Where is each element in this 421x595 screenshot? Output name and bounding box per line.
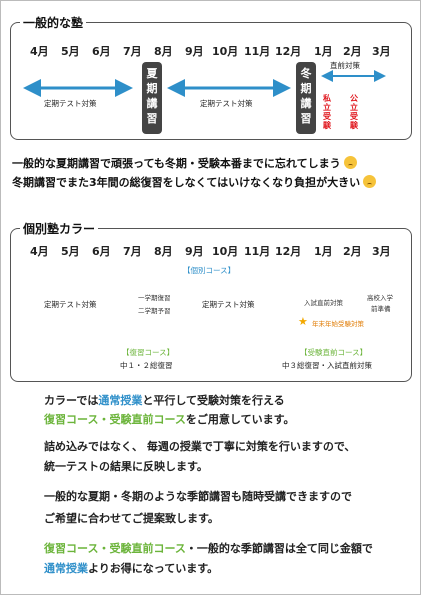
month-label: 1月: [314, 45, 333, 58]
month-label: 4月: [30, 245, 49, 258]
body-line-2: 復習コース・受験直前コースをご用意しています。: [44, 413, 295, 426]
regular-course-label: 【個別コース】: [183, 266, 236, 275]
month-label: 8月: [154, 245, 173, 258]
body-line-3: 詰め込みではなく、 毎週の授業で丁寧に対策を行いますので、: [44, 440, 356, 453]
review-course-label: 【復習コース】: [122, 348, 175, 357]
month-label: 2月: [343, 45, 362, 58]
star-icon: ★: [298, 315, 308, 328]
month-label: 3月: [372, 245, 391, 258]
winter-course-block: 冬期講習: [296, 62, 316, 134]
exam-prep-label: 入試直前対策: [304, 299, 343, 307]
body-line-1: カラーでは通常授業と平行して受験対策を行える: [44, 394, 285, 407]
warning-line-1: 一般的な夏期講習で頑張っても冬期・受験本番までに忘れてしまう: [12, 155, 357, 171]
warning-line-2: 冬期講習でまた3年間の総復習をしなくてはいけなくなり負担が大きい: [12, 174, 377, 190]
individual-school-box: [10, 228, 412, 382]
month-label: 11月: [244, 245, 271, 258]
body-line-5: 一般的な夏期・冬期のような季節講習も随時受講できますので: [44, 490, 352, 503]
month-label: 12月: [275, 45, 302, 58]
body-line-7: 復習コース・受験直前コース・一般的な季節講習は全て同じ金額で: [44, 542, 373, 555]
month-label: 5月: [61, 45, 80, 58]
hs-prep-label-1: 高校入学: [367, 294, 393, 302]
body-line-4: 統一テストの結果に反映します。: [44, 460, 208, 473]
month-label: 12月: [275, 245, 302, 258]
month-label: 3月: [372, 45, 391, 58]
month-label: 1月: [314, 245, 333, 258]
month-label: 7月: [123, 45, 142, 58]
direct-prep-label: 直前対策: [330, 61, 360, 70]
worried-face-icon: [343, 156, 357, 169]
term2-preview-label: 二学期予習: [138, 307, 171, 315]
month-label: 11月: [244, 45, 271, 58]
month-label: 10月: [212, 45, 239, 58]
new-year-label: 年末年始受験対策: [312, 320, 364, 328]
final-course-desc: 中３総復習・入試直前対策: [282, 361, 372, 370]
public-exam-label: 公立受験: [350, 94, 358, 130]
term1-review-label: 一学期復習: [138, 294, 171, 302]
ind-test-prep-label-2: 定期テスト対策: [202, 300, 255, 309]
body-line-8: 通常授業よりお得になっています。: [44, 562, 219, 575]
month-label: 4月: [30, 45, 49, 58]
month-label: 5月: [61, 245, 80, 258]
month-label: 6月: [92, 245, 111, 258]
general-school-title: 一般的な塾: [20, 14, 87, 31]
month-label: 8月: [154, 45, 173, 58]
month-label: 2月: [343, 245, 362, 258]
month-label: 9月: [185, 245, 204, 258]
final-course-label: 【受験直前コース】: [300, 348, 368, 357]
ind-test-prep-label-1: 定期テスト対策: [44, 300, 97, 309]
test-prep-label-2: 定期テスト対策: [200, 99, 253, 108]
review-course-desc: 中１・２総復習: [120, 361, 173, 370]
month-label: 7月: [123, 245, 142, 258]
month-label: 6月: [92, 45, 111, 58]
hs-prep-label-2: 前準備: [371, 305, 391, 313]
test-prep-label-1: 定期テスト対策: [44, 99, 97, 108]
crying-face-icon: [363, 175, 377, 188]
individual-school-title: 個別塾カラー: [20, 220, 99, 237]
month-label: 10月: [212, 245, 239, 258]
private-exam-label: 私立受験: [323, 94, 331, 130]
month-label: 9月: [185, 45, 204, 58]
summer-course-block: 夏期講習: [142, 62, 162, 134]
body-line-6: ご希望に合わせてご提案致します。: [44, 512, 219, 525]
